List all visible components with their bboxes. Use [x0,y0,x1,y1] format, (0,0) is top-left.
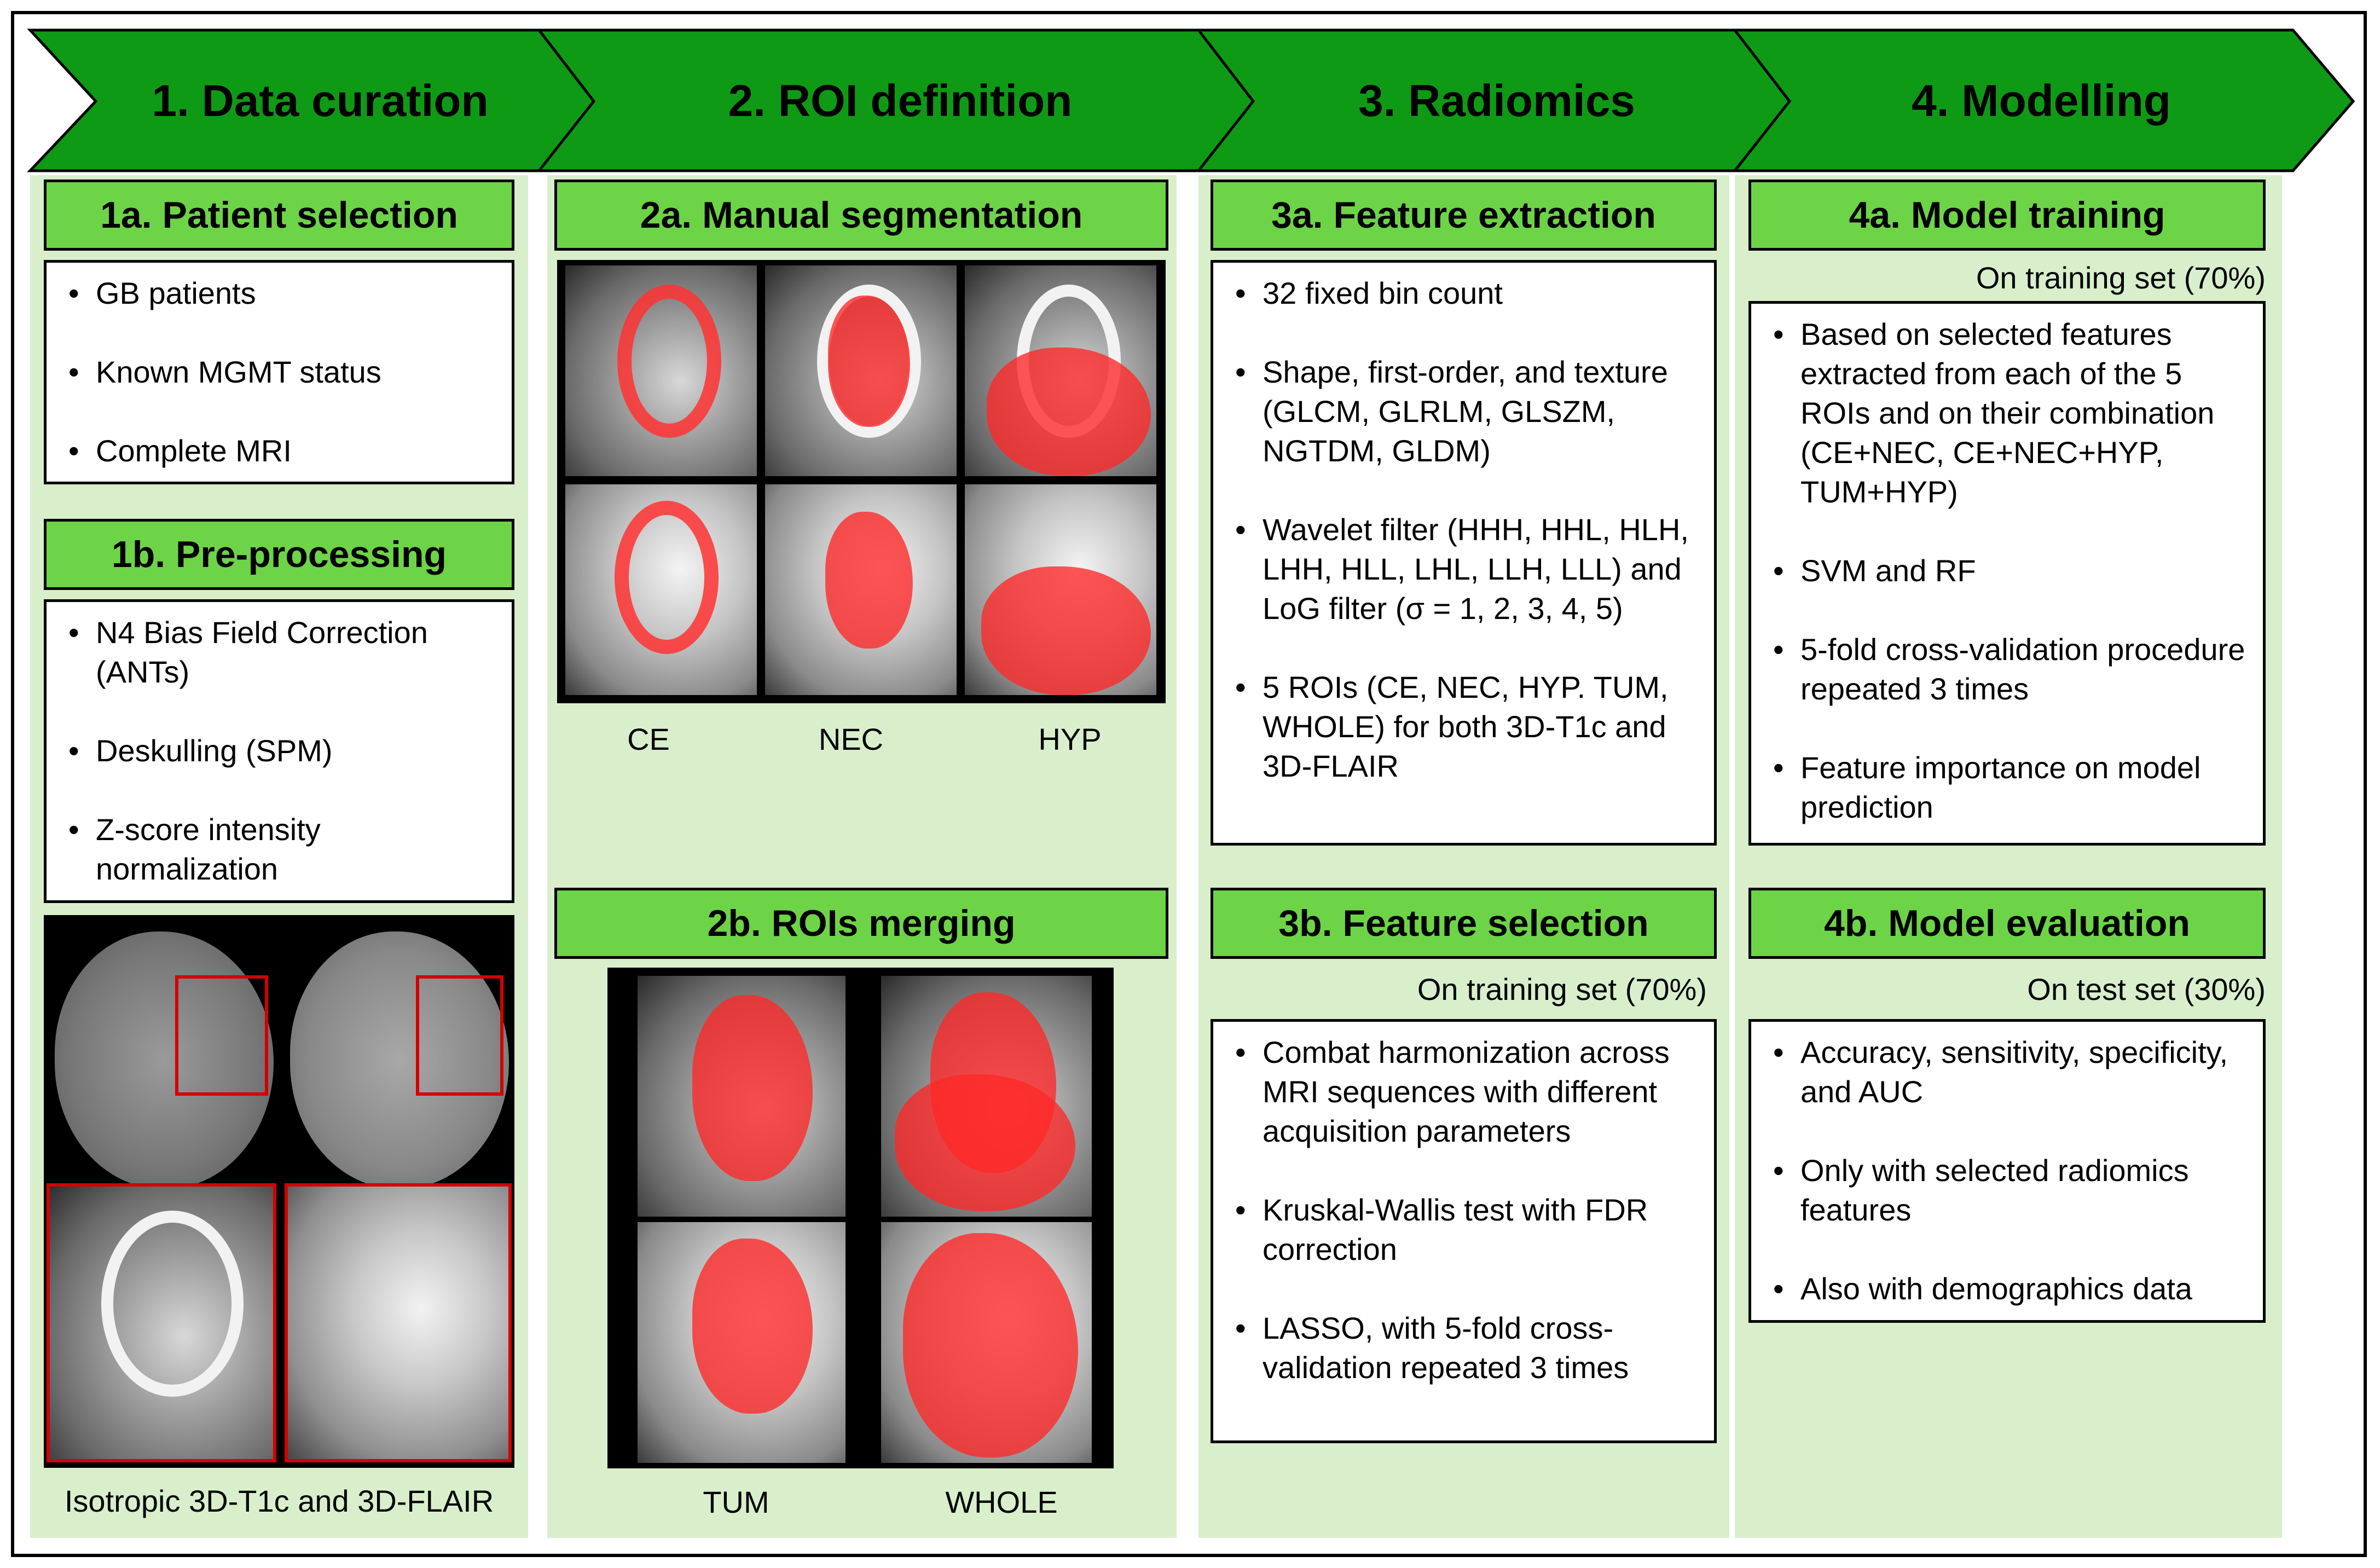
hyp-tile-t1c [965,265,1156,476]
flair-zoom-frame [285,1183,512,1462]
step-label-3: 3. Radiomics [1358,76,1635,126]
step-label-4: 4. Modelling [1912,76,2171,126]
model-evaluation-box: Accuracy, sensitivity, specificity, and … [1748,1019,2266,1323]
ce-tile-t1c [565,265,757,476]
pre-processing-item: N4 Bias Field Correction (ANTs) [68,613,500,692]
t1c-zoom-frame [47,1183,276,1462]
flair-zoomed-tile [285,1183,512,1462]
model-evaluation-note: On test set (30%) [2027,972,2266,1006]
whole-label: WHOLE [945,1485,1058,1519]
patient-selection-item: Known MGMT status [68,352,500,392]
whole-tile-flair [881,1222,1092,1463]
feature-extraction-item: 5 ROIs (CE, NEC, HYP. TUM, WHOLE) for bo… [1235,668,1702,786]
model-training-item: Feature importance on model prediction [1773,748,2251,827]
feature-extraction-item: 32 fixed bin count [1235,274,1702,313]
diagram-frame [11,11,2367,1557]
model-training-header: 4a. Model training [1748,180,2266,251]
patient-selection-box: GB patients Known MGMT status Complete M… [44,260,514,484]
rois-merging-image [607,968,1114,1468]
pre-processing-header: 1b. Pre-processing [44,519,514,590]
feature-selection-item: Combat harmonization across MRI sequence… [1235,1033,1702,1151]
preprocessed-mri-image [44,915,514,1468]
nec-tile-t1c [765,265,957,476]
model-training-item: SVM and RF [1773,551,2251,591]
hyp-label: HYP [1038,722,1102,756]
t1c-axial-slice [55,931,274,1189]
flair-axial-slice [290,931,509,1189]
flair-zoom-box [416,975,503,1096]
model-training-note: On training set (70%) [1976,261,2266,295]
rois-merging-header: 2b. ROIs merging [554,888,1168,959]
feature-selection-item: LASSO, with 5-fold cross-validation repe… [1235,1309,1702,1387]
model-training-item: Based on selected features extracted fro… [1773,315,2251,512]
patient-selection-header: 1a. Patient selection [44,180,514,251]
pre-processing-item: Z-score intensity normalization [68,810,500,889]
ce-label: CE [627,722,670,756]
preprocessing-caption: Isotropic 3D-T1c and 3D-FLAIR [64,1484,494,1518]
model-training-item: 5-fold cross-validation procedure repeat… [1773,630,2251,709]
step-arrows [27,28,2355,172]
feature-extraction-header: 3a. Feature extraction [1211,180,1717,251]
model-evaluation-item: Also with demographics data [1773,1269,2251,1309]
feature-extraction-box: 32 fixed bin count Shape, first-order, a… [1211,260,1717,846]
model-evaluation-item: Only with selected radiomics features [1773,1151,2251,1230]
tum-tile-t1c [638,976,846,1217]
nec-tile-flair [765,484,957,695]
manual-segmentation-image [557,260,1166,703]
feature-selection-header: 3b. Feature selection [1211,888,1717,959]
patient-selection-item: GB patients [68,274,500,313]
pre-processing-box: N4 Bias Field Correction (ANTs) Deskulli… [44,599,514,903]
whole-tile-t1c [881,976,1092,1217]
ce-tile-flair [565,484,757,695]
patient-selection-item: Complete MRI [68,431,500,471]
step-label-2: 2. ROI definition [728,76,1073,126]
model-evaluation-item: Accuracy, sensitivity, specificity, and … [1773,1033,2251,1112]
step-label-1: 1. Data curation [152,76,489,126]
tum-label: TUM [703,1485,769,1519]
pre-processing-item: Deskulling (SPM) [68,731,500,771]
model-training-box: Based on selected features extracted fro… [1748,301,2266,846]
t1c-zoom-box [175,975,268,1096]
feature-selection-note: On training set (70%) [1417,972,1707,1006]
nec-label: NEC [818,722,884,756]
feature-selection-item: Kruskal-Wallis test with FDR correction [1235,1190,1702,1269]
feature-extraction-item: Shape, first-order, and texture (GLCM, G… [1235,352,1702,471]
tum-tile-flair [638,1222,846,1463]
feature-selection-box: Combat harmonization across MRI sequence… [1211,1019,1717,1443]
feature-extraction-item: Wavelet filter (HHH, HHL, HLH, LHH, HLL,… [1235,510,1702,628]
step-arrow-4 [1732,28,2355,172]
model-evaluation-header: 4b. Model evaluation [1748,888,2266,959]
hyp-tile-flair [965,484,1156,695]
manual-segmentation-header: 2a. Manual segmentation [554,180,1168,251]
t1c-zoomed-tile [47,1183,276,1462]
